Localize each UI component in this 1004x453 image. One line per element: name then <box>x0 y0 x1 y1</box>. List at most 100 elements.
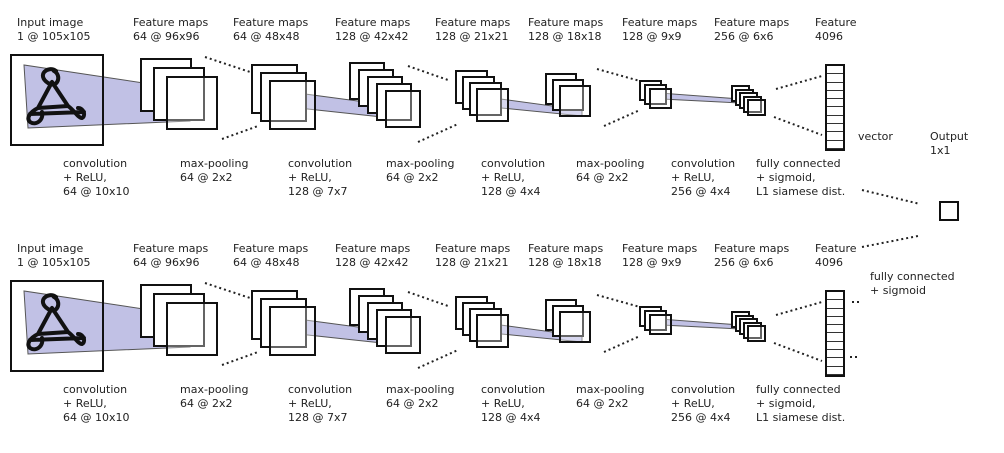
feature-vector-cell <box>827 292 843 301</box>
operation-label-line2: + ReLU, <box>63 171 107 184</box>
dotted-connector <box>603 335 641 353</box>
operation-label-line3: 128 @ 7x7 <box>288 185 348 198</box>
feature-map-card <box>385 90 421 128</box>
operation-label-line1: max-pooling <box>180 383 249 396</box>
layer-header-title: Feature <box>815 242 857 255</box>
feature-vector-cell <box>827 333 843 342</box>
dotted-connector <box>221 351 259 366</box>
feature-map-card <box>552 79 584 111</box>
final-fc-label: fully connected+ sigmoid <box>870 270 955 298</box>
operation-label-line2: 64 @ 2x2 <box>180 171 233 184</box>
feature-map-card <box>559 85 591 117</box>
output-node <box>939 201 959 221</box>
operation-label-line3: 128 @ 4x4 <box>481 185 541 198</box>
feature-vector <box>825 64 845 151</box>
operation-label-line2: + ReLU, <box>671 397 715 410</box>
layer-header-dims: 64 @ 48x48 <box>233 30 300 43</box>
layer-header-dims: 256 @ 6x6 <box>714 256 774 269</box>
feature-map-card <box>385 316 421 354</box>
feature-vector-cell <box>827 358 843 367</box>
feature-map-card <box>559 311 591 343</box>
layer-header-title: Feature maps <box>233 242 309 255</box>
handwritten-stroke <box>26 293 87 352</box>
dotted-connector <box>221 125 259 140</box>
operation-label: convolution+ ReLU,128 @ 7x7 <box>288 383 352 425</box>
layer-header-title: Feature maps <box>435 16 511 29</box>
operation-label-line1: convolution <box>288 383 353 396</box>
layer-header-title: Input image <box>17 16 84 29</box>
final-fc-line1: fully connected <box>870 270 955 283</box>
feature-vector-cell <box>827 66 843 75</box>
feature-map-card <box>552 305 584 337</box>
layer-header-title: Feature <box>815 16 857 29</box>
feature-map-card <box>166 76 218 130</box>
operation-label-line1: max-pooling <box>386 383 455 396</box>
layer-header-dims: 128 @ 18x18 <box>528 30 602 43</box>
feature-vector-cell <box>827 116 843 125</box>
feature-vector-cell <box>827 83 843 91</box>
operation-label-line2: + ReLU, <box>63 397 107 410</box>
feature-vector-cell <box>827 91 843 100</box>
feature-map-card <box>166 302 218 356</box>
feature-map-card <box>649 314 672 335</box>
layer-header-dims: 128 @ 9x9 <box>622 30 682 43</box>
layer-header-title: Feature maps <box>714 242 790 255</box>
operation-label-line2: + ReLU, <box>288 397 332 410</box>
operation-label: fully connected+ sigmoid,L1 siamese dist… <box>756 383 845 425</box>
handwritten-character-icon <box>26 67 87 126</box>
feature-vector-cell <box>827 317 843 326</box>
operation-label-line1: convolution <box>671 157 736 170</box>
layer-header-title: Feature maps <box>335 242 411 255</box>
feature-vector-cell <box>827 107 843 116</box>
input-image-box <box>10 54 104 146</box>
feature-map-card <box>376 83 412 121</box>
operation-label: fully connected+ sigmoid,L1 siamese dist… <box>756 157 845 199</box>
dotted-connector <box>417 349 459 369</box>
dotted-connector <box>773 116 823 136</box>
operation-label-line3: 64 @ 10x10 <box>63 185 130 198</box>
operation-label-line3: L1 siamese dist. <box>756 411 846 424</box>
feature-map-card <box>469 308 502 342</box>
layer-header-title: Feature maps <box>233 16 309 29</box>
operation-label-line3: 64 @ 10x10 <box>63 411 130 424</box>
operation-label: convolution+ ReLU,64 @ 10x10 <box>63 157 130 199</box>
layer-header-title: Input image <box>17 242 84 255</box>
feature-vector-cell <box>827 132 843 141</box>
feature-vector-cell <box>827 367 843 375</box>
layer-header-dims: 1 @ 105x105 <box>17 30 91 43</box>
vector-label: vector <box>858 130 893 143</box>
operation-label-line1: convolution <box>481 383 546 396</box>
operation-label-line2: 64 @ 2x2 <box>576 397 629 410</box>
operation-label-line1: max-pooling <box>180 157 249 170</box>
operation-label: convolution+ ReLU,128 @ 4x4 <box>481 157 545 199</box>
input-image-box <box>10 280 104 372</box>
operation-label-line1: max-pooling <box>576 157 645 170</box>
layer-header-dims: 128 @ 42x42 <box>335 256 409 269</box>
layer-header-dims: 128 @ 9x9 <box>622 256 682 269</box>
operation-label-line1: convolution <box>671 383 736 396</box>
handwritten-stroke <box>26 67 87 126</box>
operation-label: convolution+ ReLU,64 @ 10x10 <box>63 383 130 425</box>
operation-label-line2: 64 @ 2x2 <box>386 397 439 410</box>
feature-vector-cell <box>827 74 843 83</box>
output-title: Output <box>930 130 969 143</box>
operation-label-line2: 64 @ 2x2 <box>180 397 233 410</box>
